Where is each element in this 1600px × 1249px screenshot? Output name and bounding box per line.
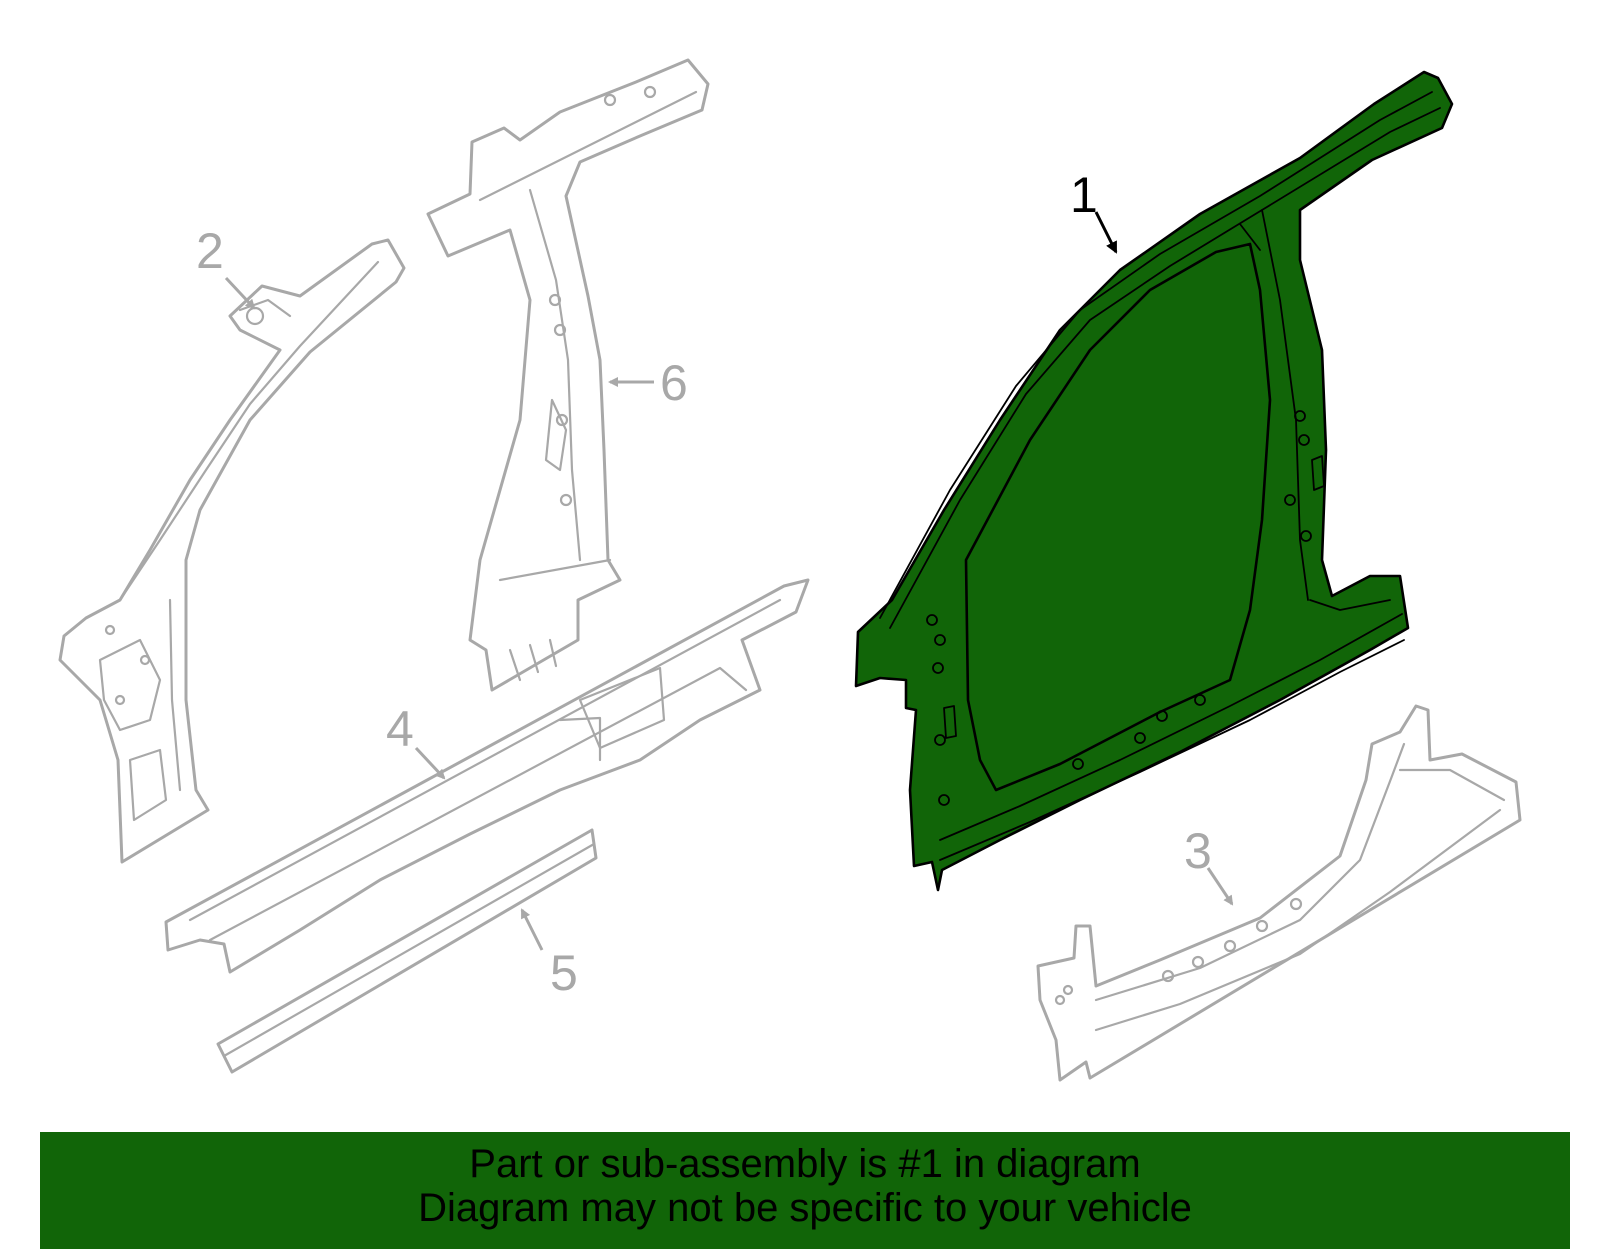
- leader-2: [224, 276, 256, 310]
- callout-3: 3: [1184, 823, 1212, 879]
- banner-line-1: Part or sub-assembly is #1 in diagram: [469, 1142, 1141, 1186]
- part-4-rocker-inner[interactable]: [164, 578, 810, 974]
- callout-2: 2: [196, 223, 224, 279]
- part-5-rocker-reinforcement[interactable]: [216, 828, 598, 1074]
- callout-5: 5: [550, 945, 578, 1001]
- callout-4: 4: [386, 701, 414, 757]
- banner-line-2: Diagram may not be specific to your vehi…: [418, 1186, 1192, 1230]
- leader-5: [520, 908, 544, 951]
- leader-4: [414, 746, 446, 780]
- parts-diagram: 1 2 3 4 5 6: [58, 58, 1522, 1082]
- part-3-rocker-outer[interactable]: [1036, 704, 1522, 1082]
- part-6-b-pillar[interactable]: [426, 58, 710, 692]
- part-1-aperture-panel[interactable]: [854, 70, 1454, 892]
- leader-3: [1206, 867, 1234, 906]
- leader-1: [1094, 211, 1118, 254]
- part-2-a-pillar[interactable]: [58, 238, 406, 864]
- info-banner: Part or sub-assembly is #1 in diagram Di…: [40, 1132, 1570, 1249]
- callout-1: 1: [1070, 167, 1098, 223]
- callout-6: 6: [660, 355, 688, 411]
